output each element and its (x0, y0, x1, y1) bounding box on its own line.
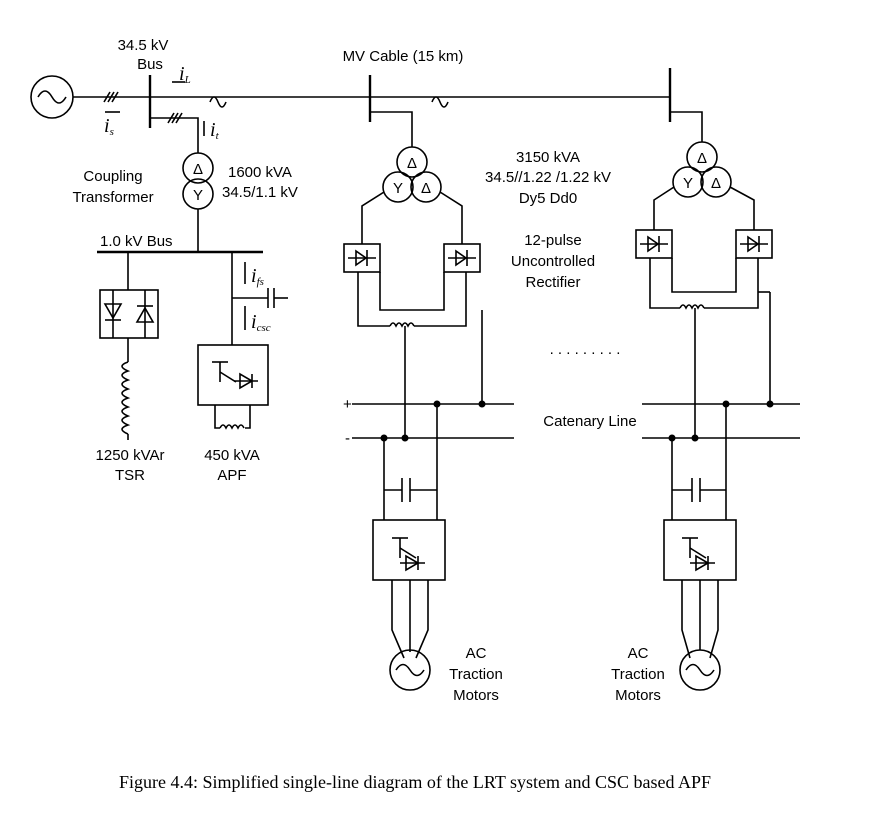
svg-text:Δ: Δ (711, 175, 721, 192)
three-phase-mark (103, 91, 119, 103)
svg-text:Y: Y (393, 180, 403, 197)
train-2 (663, 404, 737, 691)
label-motor-2-a: AC (628, 645, 649, 662)
label-tr-vector: Dy5 Dd0 (519, 190, 577, 207)
label-tsr-rating: 1250 kVAr (96, 447, 165, 464)
label-motor-2-b: Traction (611, 666, 665, 683)
label-motor-1-a: AC (466, 645, 487, 662)
coupling-transformer: Δ Y (182, 152, 214, 210)
label-mv-cable: MV Cable (15 km) (343, 48, 464, 65)
label-motor-1-b: Traction (449, 666, 503, 683)
label-bus: Bus (137, 56, 163, 73)
cable-break-2 (431, 96, 449, 108)
symbol-icsc: icsc (251, 311, 271, 334)
label-motor-1-c: Motors (453, 687, 499, 704)
rectifier-transformer-1: Δ Y Δ (361, 111, 463, 244)
symbol-ifs: ifs (251, 265, 264, 288)
label-34-5kv: 34.5 kV (118, 37, 169, 54)
rectifier-2 (635, 229, 773, 438)
svg-text:Y: Y (193, 187, 203, 204)
label-ct-voltage: 34.5/1.1 kV (222, 184, 298, 201)
train-1 (372, 404, 446, 691)
ac-source (30, 75, 74, 119)
label-ct-rating: 1600 kVA (228, 164, 292, 181)
symbol-it: it (210, 119, 220, 142)
label-rect-2: Uncontrolled (511, 253, 595, 270)
label-coupling: Coupling (83, 168, 142, 185)
apf-branch (197, 252, 288, 429)
svg-text:Δ: Δ (697, 150, 707, 167)
label-rect-1: 12-pulse (524, 232, 582, 249)
svg-text:Δ: Δ (193, 161, 203, 178)
label-tr-rating: 3150 kVA (516, 149, 580, 166)
rectifier-transformer-2: Δ Y Δ (653, 111, 755, 230)
figure-caption: Figure 4.4: Simplified single-line diagr… (119, 772, 711, 792)
catenary-line (352, 400, 800, 442)
label-tr-voltage: 34.5//1.22 /1.22 kV (485, 169, 611, 186)
svg-text:Y: Y (683, 175, 693, 192)
symbol-il: iL (179, 63, 191, 86)
tsr-branch (99, 252, 159, 440)
svg-text:Δ: Δ (421, 180, 431, 197)
rectifier-1 (343, 243, 483, 438)
svg-text:Δ: Δ (407, 155, 417, 172)
label-1kv-bus: 1.0 kV Bus (100, 233, 173, 250)
label-motor-2-c: Motors (615, 687, 661, 704)
coupling-branch (150, 112, 205, 153)
label-minus: - (345, 430, 350, 447)
label-apf: APF (217, 467, 246, 484)
symbol-is: is (104, 115, 114, 138)
label-catenary: Catenary Line (543, 413, 636, 430)
cable-break-1 (209, 96, 227, 108)
label-ellipsis: . . . . . . . . . (550, 341, 621, 358)
label-tsr: TSR (115, 467, 145, 484)
label-plus: + (343, 396, 352, 413)
label-rect-3: Rectifier (525, 274, 580, 291)
label-apf-rating: 450 kVA (204, 447, 260, 464)
label-transformer: Transformer (72, 189, 153, 206)
